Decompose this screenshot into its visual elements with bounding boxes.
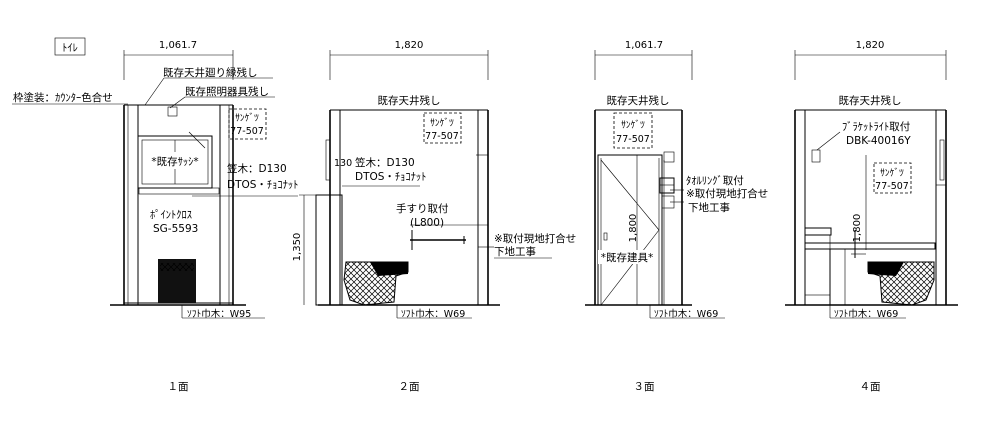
svg-text:ｿﾌﾄ巾木：W69: ｿﾌﾄ巾木：W69 bbox=[654, 308, 718, 320]
counter bbox=[804, 227, 936, 305]
toilet-front bbox=[158, 259, 196, 303]
svg-text:*既存ｻｯｼ*: *既存ｻｯｼ* bbox=[151, 155, 198, 168]
elevation-1: 1,061.7 *既存ｻｯｼ* ｻﾝｹﾞﾂ bbox=[12, 40, 298, 393]
svg-text:ｻﾝｹﾞﾂ: ｻﾝｹﾞﾂ bbox=[430, 118, 454, 129]
bracket-light bbox=[811, 149, 821, 163]
elevation-2: 1,820 既存天井残し ｻﾝｹﾞﾂ 77-507 130 笠木：D130 DT… bbox=[292, 40, 576, 393]
elevation-4: 1,820 既存天井残し ﾌﾞﾗｹｯﾄﾗｲﾄ取付 DBK-40016Y ｻﾝｹﾞ… bbox=[785, 40, 958, 393]
svg-text:1,820: 1,820 bbox=[395, 40, 424, 51]
svg-text:下地工事: 下地工事 bbox=[494, 245, 536, 258]
handrail bbox=[410, 224, 488, 250]
svg-text:130: 130 bbox=[334, 158, 352, 169]
sangetsu-tag: ｻﾝｹﾞﾂ 77-507 bbox=[613, 112, 653, 149]
svg-text:ｻﾝｹﾞﾂ: ｻﾝｹﾞﾂ bbox=[880, 168, 904, 179]
svg-text:既存天井残し: 既存天井残し bbox=[607, 94, 670, 107]
svg-text:1,820: 1,820 bbox=[856, 40, 885, 51]
svg-text:77-507: 77-507 bbox=[230, 126, 264, 137]
height-dimension: 1,350 bbox=[292, 194, 318, 305]
svg-text:1,061.7: 1,061.7 bbox=[159, 40, 197, 51]
svg-text:77-507: 77-507 bbox=[616, 134, 650, 145]
svg-text:既存天井残し: 既存天井残し bbox=[378, 94, 441, 107]
elevation-3: 1,061.7 既存天井残し ｻﾝｹﾞﾂ 77-507 bbox=[585, 40, 768, 393]
height-dimension: 1,800 bbox=[628, 160, 665, 305]
svg-text:ｿﾌﾄ巾木：W69: ｿﾌﾄ巾木：W69 bbox=[401, 308, 465, 320]
svg-text:笠木：D130: 笠木：D130 bbox=[227, 162, 287, 175]
baseboard-tag: ｿﾌﾄ巾木：W69 bbox=[829, 305, 906, 320]
svg-text:DTOS・ﾁｮｺﾅｯﾄ: DTOS・ﾁｮｺﾅｯﾄ bbox=[227, 179, 298, 191]
title-tag-text: ﾄｲﾚ bbox=[62, 42, 78, 54]
svg-text:1,800: 1,800 bbox=[628, 214, 639, 243]
svg-text:枠塗装：ｶｳﾝﾀｰ色合せ: 枠塗装：ｶｳﾝﾀｰ色合せ bbox=[13, 91, 113, 104]
svg-text:1,800: 1,800 bbox=[852, 214, 863, 243]
toilet-side bbox=[867, 261, 935, 306]
title-tag: ﾄｲﾚ bbox=[54, 37, 86, 56]
width-dimension: 1,061.7 bbox=[594, 40, 693, 80]
elevation-caption: ４面 bbox=[860, 381, 881, 393]
svg-text:ｿﾌﾄ巾木：W69: ｿﾌﾄ巾木：W69 bbox=[834, 308, 898, 320]
svg-text:ﾀｵﾙﾘﾝｸﾞ取付: ﾀｵﾙﾘﾝｸﾞ取付 bbox=[686, 174, 744, 187]
baseboard-tag: ｿﾌﾄ巾木：W69 bbox=[396, 305, 472, 320]
wall-outline bbox=[315, 109, 500, 306]
svg-text:ﾌﾞﾗｹｯﾄﾗｲﾄ取付: ﾌﾞﾗｹｯﾄﾗｲﾄ取付 bbox=[842, 120, 910, 133]
svg-text:既存照明器具残し: 既存照明器具残し bbox=[185, 85, 269, 98]
elevation-caption: ３面 bbox=[634, 381, 655, 393]
elevation-caption: ２面 bbox=[399, 381, 420, 393]
svg-text:ｿﾌﾄ巾木：W95: ｿﾌﾄ巾木：W95 bbox=[187, 308, 251, 320]
svg-text:DBK-40016Y: DBK-40016Y bbox=[846, 135, 911, 147]
svg-text:*既存建具*: *既存建具* bbox=[601, 251, 654, 264]
svg-text:ﾎﾟｲﾝﾄｸﾛｽ: ﾎﾟｲﾝﾄｸﾛｽ bbox=[150, 209, 192, 221]
svg-text:ｻﾝｹﾞﾂ: ｻﾝｹﾞﾂ bbox=[621, 120, 645, 131]
svg-text:SG-5593: SG-5593 bbox=[153, 223, 198, 235]
svg-text:1,350: 1,350 bbox=[292, 233, 303, 262]
svg-text:(L800): (L800) bbox=[410, 217, 444, 229]
baseboard-tag: ｿﾌﾄ巾木：W69 bbox=[649, 305, 725, 320]
leaders bbox=[12, 77, 298, 197]
sangetsu-tag: ｻﾝｹﾞﾂ 77-507 bbox=[228, 108, 267, 140]
width-dimension: 1,820 bbox=[329, 40, 489, 80]
light-fixture bbox=[167, 106, 178, 117]
svg-text:ｻﾝｹﾞﾂ: ｻﾝｹﾞﾂ bbox=[235, 113, 259, 124]
sangetsu-tag: ｻﾝｹﾞﾂ 77-507 bbox=[873, 162, 912, 194]
svg-text:77-507: 77-507 bbox=[875, 181, 909, 192]
svg-text:1,061.7: 1,061.7 bbox=[625, 40, 663, 51]
towel-ring bbox=[659, 151, 675, 209]
svg-text:DTOS・ﾁｮｺﾅｯﾄ: DTOS・ﾁｮｺﾅｯﾄ bbox=[355, 171, 426, 183]
svg-text:既存天井廻り縁残し: 既存天井廻り縁残し bbox=[163, 66, 258, 79]
svg-text:※取付現地打合せ: ※取付現地打合せ bbox=[494, 232, 576, 245]
height-dimension: 1,800 bbox=[852, 155, 867, 250]
svg-text:下地工事: 下地工事 bbox=[688, 201, 730, 214]
elevation-caption: １面 bbox=[168, 381, 189, 393]
svg-text:手すり取付: 手すり取付 bbox=[396, 202, 449, 215]
existing-sash-window: *既存ｻｯｼ* bbox=[137, 135, 220, 195]
svg-text:※取付現地打合せ: ※取付現地打合せ bbox=[686, 187, 768, 200]
width-dimension: 1,061.7 bbox=[123, 40, 234, 80]
width-dimension: 1,820 bbox=[794, 40, 947, 80]
svg-text:笠木：D130: 笠木：D130 bbox=[355, 156, 415, 169]
sangetsu-tag: ｻﾝｹﾞﾂ 77-507 bbox=[423, 112, 462, 144]
toilet-side bbox=[343, 261, 409, 306]
baseboard-tag: ｿﾌﾄ巾木：W95 bbox=[181, 305, 265, 320]
svg-text:77-507: 77-507 bbox=[425, 131, 459, 142]
existing-door bbox=[597, 154, 663, 306]
svg-text:既存天井残し: 既存天井残し bbox=[839, 94, 902, 107]
